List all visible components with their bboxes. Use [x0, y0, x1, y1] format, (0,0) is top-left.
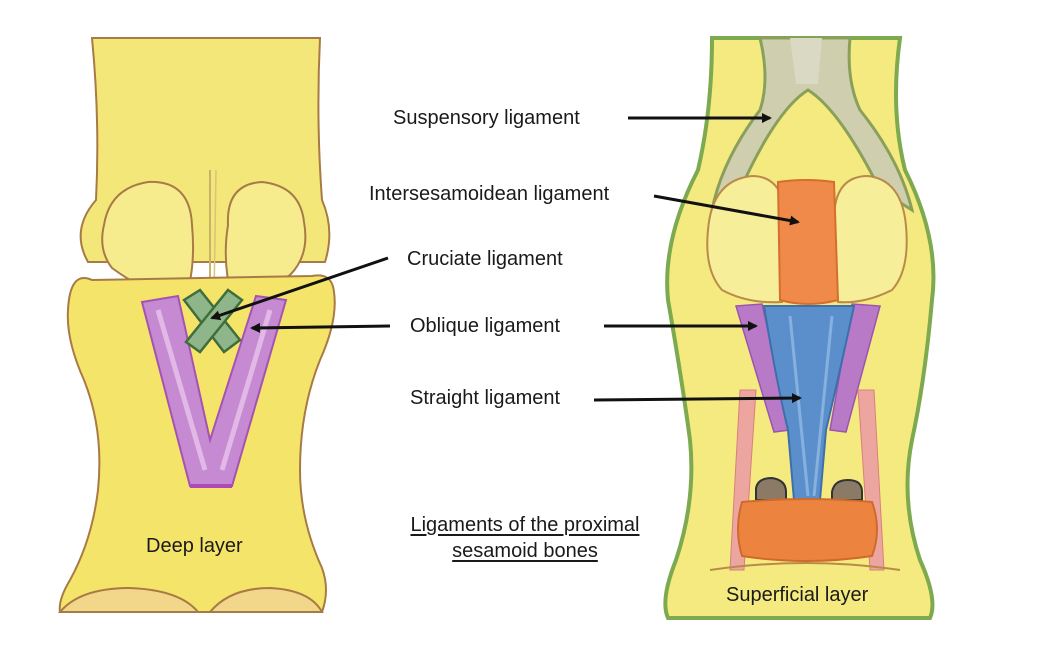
- superficial-knob-left: [755, 476, 787, 501]
- superficial-layer-drawing: [663, 36, 936, 620]
- figure-title: Ligaments of the proximal sesamoid bones: [380, 512, 670, 564]
- superficial-pink-left: [729, 389, 757, 571]
- label-suspensory-ligament: Suspensory ligament: [393, 107, 580, 129]
- arrow-intersesamoidean: [653, 194, 800, 226]
- figure-title-line1: Ligaments of the proximal: [410, 514, 640, 536]
- superficial-oblique-right: [829, 303, 881, 433]
- arrow-oblique-left: [250, 322, 391, 333]
- label-intersesamoidean-ligament: Intersesamoidean ligament: [369, 183, 610, 205]
- superficial-intersesamoidean-ligament: [776, 179, 840, 305]
- superficial-knob-right: [831, 478, 863, 501]
- label-deep-layer: Deep layer: [146, 535, 243, 557]
- arrow-cruciate: [210, 256, 389, 321]
- superficial-sesamoid-left: [706, 174, 788, 304]
- deep-sesamoid-left: [101, 180, 195, 302]
- deep-distal-condyle-right: [207, 586, 324, 613]
- deep-layer-drawing: [57, 37, 336, 613]
- superficial-sesamoid-right: [831, 174, 908, 304]
- figure-title-line2: sesamoid bones: [452, 540, 598, 562]
- deep-distal-condyle-left: [57, 586, 201, 613]
- label-straight-ligament: Straight ligament: [410, 387, 561, 409]
- superficial-distal-pad: [737, 498, 878, 562]
- label-cruciate-ligament: Cruciate ligament: [407, 248, 563, 270]
- label-oblique-ligament: Oblique ligament: [410, 315, 561, 337]
- deep-cruciate-ligament: [182, 288, 244, 354]
- label-superficial-layer: Superficial layer: [726, 584, 869, 606]
- callout-arrows: [210, 113, 802, 404]
- arrow-straight: [593, 393, 802, 404]
